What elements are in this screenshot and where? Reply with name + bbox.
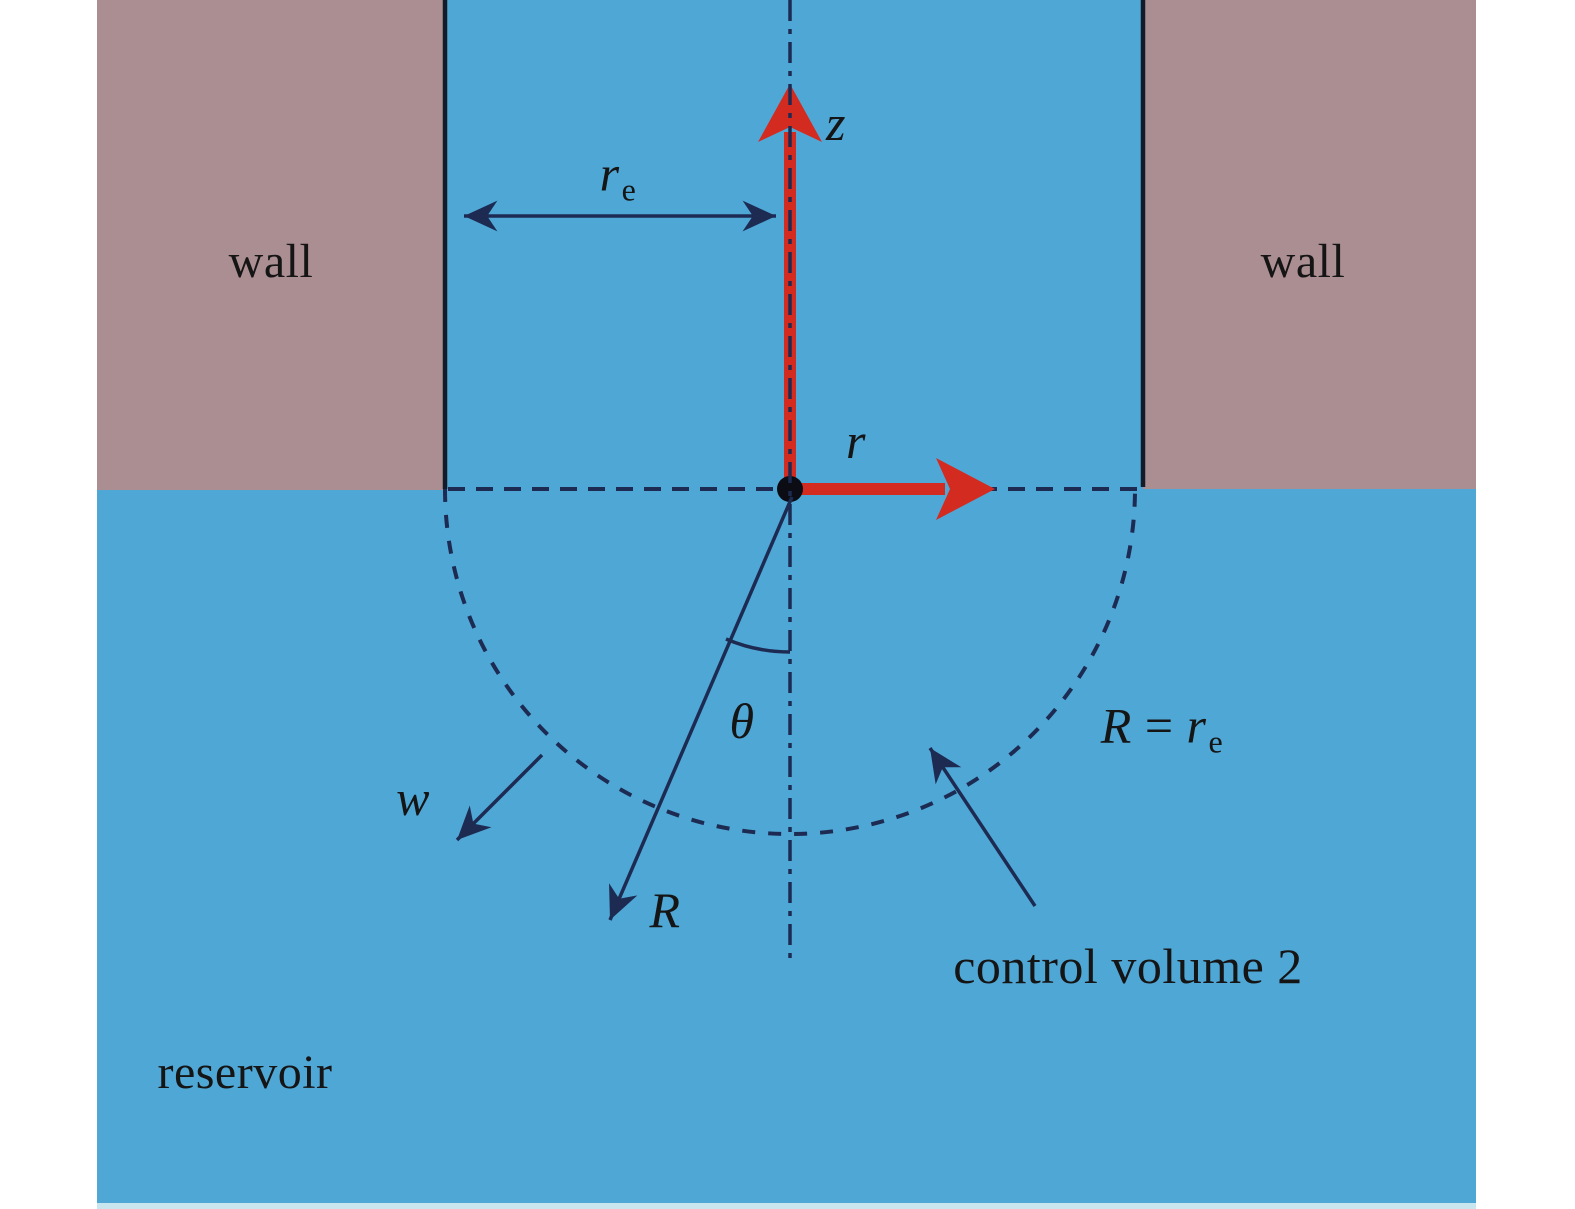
reservoir-label: reservoir: [157, 1046, 333, 1099]
wall-right-region: [1143, 0, 1476, 489]
R-radial-arrow: [608, 496, 794, 921]
control-volume-pointer-arrow: [928, 747, 1037, 907]
R-eq-sign: =: [1131, 697, 1187, 754]
z-axis-label: z: [826, 95, 846, 151]
R-eq-r: r: [1186, 697, 1207, 754]
theta-angle-arc: [725, 637, 791, 654]
re-dimension-label-main: r: [599, 145, 620, 202]
re-dimension-label-sub: e: [621, 171, 637, 208]
R-equals-re-label: R = re: [1101, 701, 1223, 758]
wall-left-label: wall: [228, 235, 314, 288]
R-eq-sub: e: [1208, 723, 1224, 760]
theta-label: θ: [729, 693, 755, 749]
control-volume-semicircle: [443, 488, 1137, 836]
re-dimension-label: re: [600, 149, 637, 206]
R-label: R: [649, 882, 681, 938]
r-axis-label: r: [846, 413, 866, 469]
R-eq-R: R: [1100, 697, 1132, 754]
w-label: w: [396, 770, 430, 826]
origin-dot: [777, 476, 803, 502]
w-velocity-arrow: [455, 753, 544, 842]
r-axis-arrowhead: [936, 458, 995, 520]
bottom-edge-strip: [97, 1203, 1476, 1209]
wall-left-region: [97, 0, 445, 490]
wall-right-label: wall: [1260, 235, 1346, 288]
control-volume-label: control volume 2: [953, 938, 1303, 994]
